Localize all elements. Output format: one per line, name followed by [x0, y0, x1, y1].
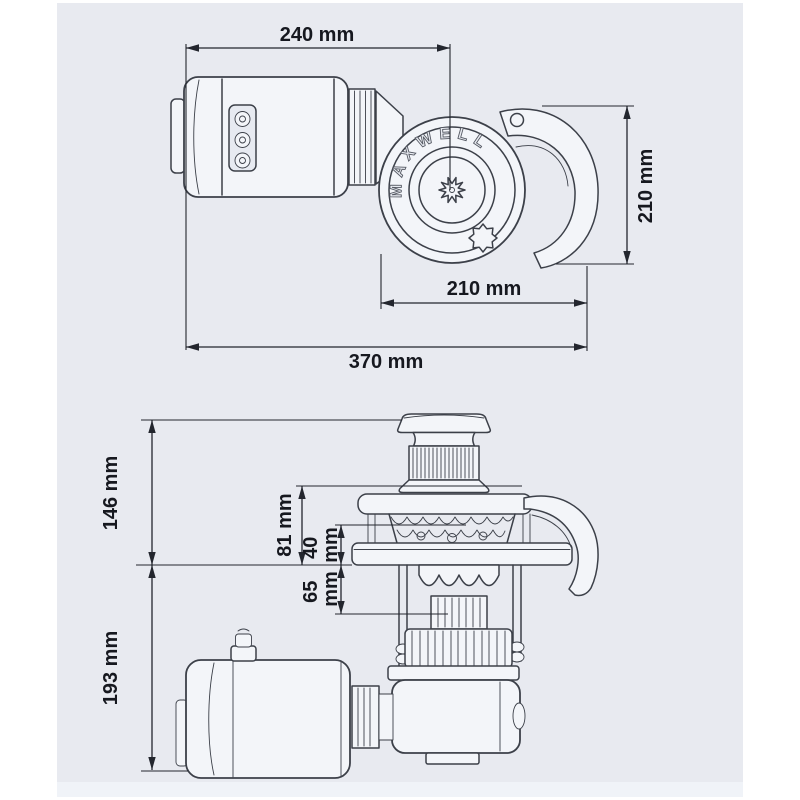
gearbox-side-view: [387, 665, 526, 765]
dim-65mm: 65 mm: [300, 565, 448, 615]
dim-370mm: 370 mm: [186, 343, 587, 373]
motor-top-view: [170, 76, 349, 198]
dim-label-210mm-horizontal: 210 mm: [447, 278, 522, 300]
dim-label-40mm: 40 mm: [300, 527, 342, 563]
dim-label-370mm: 370 mm: [349, 351, 424, 373]
side-view-drawing: [175, 413, 599, 779]
dim-label-240mm: 240 mm: [280, 24, 355, 46]
below-deck-assembly: [395, 564, 525, 704]
dim-label-81mm: 81 mm: [274, 493, 296, 556]
mounting-stud-right: [509, 564, 525, 663]
chainwheel-side-view: [357, 493, 533, 544]
motor-terminal-block: [228, 104, 257, 172]
top-view-dimensions: 240 mm 210 mm 210 mm 370 mm: [185, 24, 657, 373]
arm-bolt-hole: [509, 112, 525, 128]
dim-210mm-vertical: 210 mm: [542, 105, 657, 265]
dim-label-65mm: 65 mm: [300, 571, 342, 607]
panel-footer-band: [57, 782, 743, 797]
dim-label-210mm-vertical: 210 mm: [635, 149, 657, 224]
dim-193mm: 193 mm: [100, 565, 188, 772]
clutch-star-icon: [438, 176, 466, 204]
dim-label-193mm: 193 mm: [100, 631, 122, 706]
dim-81mm: 81 mm: [274, 485, 522, 565]
small-gear-icon: [468, 223, 498, 253]
dim-210mm-horizontal: 210 mm: [380, 254, 588, 351]
gypsy-housing-top-view: MAXWELL: [378, 108, 599, 269]
dim-240mm: 240 mm: [185, 24, 451, 350]
stripper-arm-top-view: [499, 108, 599, 269]
deck-plate-side-view: [351, 542, 573, 566]
side-view-dimensions: 146 mm 81 mm 40 mm 65 mm 193 mm: [100, 419, 522, 772]
dim-146mm: 146 mm: [100, 419, 402, 566]
capstan-side-view: [396, 413, 492, 494]
dim-40mm: 40 mm: [300, 524, 466, 565]
stripper-arm-side-view: [523, 495, 599, 597]
motor-terminal-cap: [230, 628, 257, 662]
top-view-drawing: MAXWELL: [170, 76, 599, 269]
dim-label-146mm: 146 mm: [100, 456, 122, 531]
motor-side-view: [175, 628, 394, 779]
